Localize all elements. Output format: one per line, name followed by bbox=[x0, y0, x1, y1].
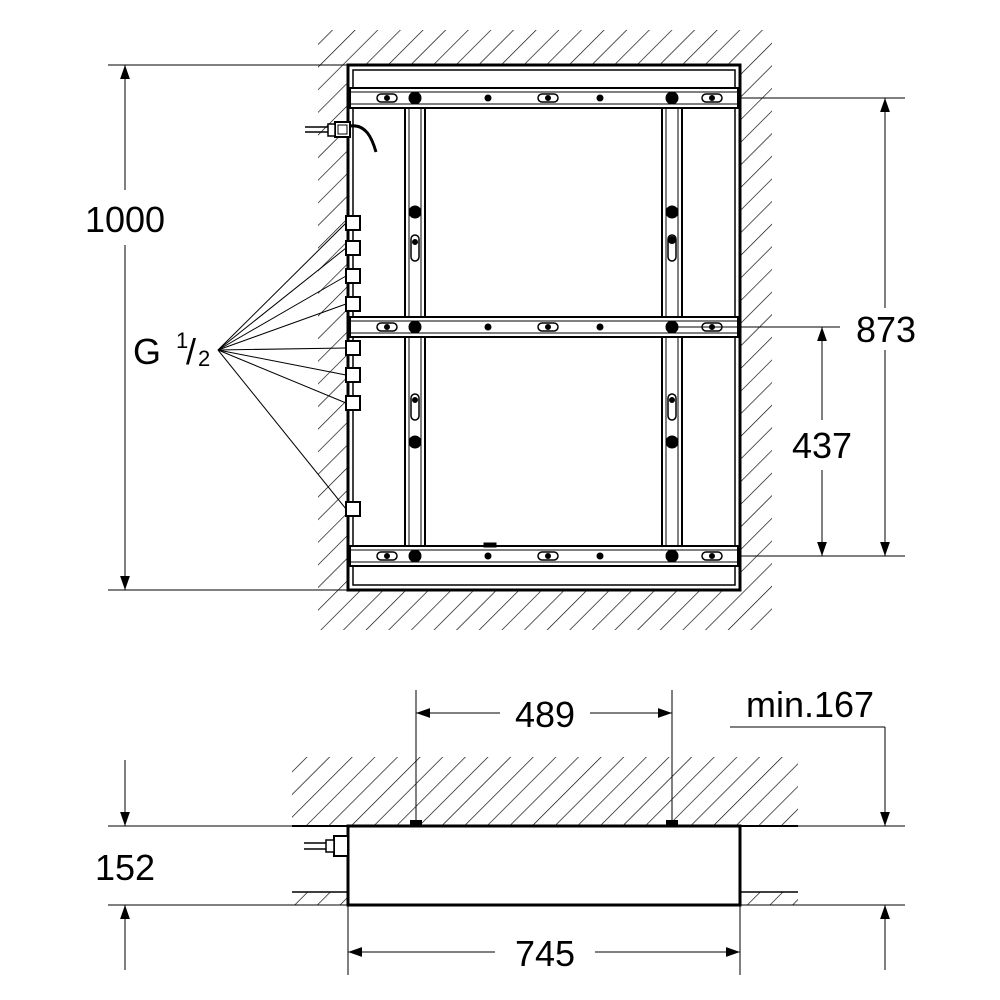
dimension-745: 745 bbox=[347, 905, 741, 975]
connection-6 bbox=[345, 367, 361, 383]
cable-connector-side bbox=[304, 835, 349, 857]
dimension-152: 152 bbox=[95, 760, 348, 970]
cable-connector bbox=[305, 121, 378, 153]
connection-5 bbox=[345, 340, 361, 356]
mount-left bbox=[410, 820, 422, 826]
connection-7 bbox=[345, 395, 361, 411]
thread-size-label: G 1 / 2 bbox=[133, 328, 210, 372]
connection-2 bbox=[345, 240, 361, 256]
dim-min167-value: min.167 bbox=[746, 684, 874, 725]
board-hatch-left bbox=[292, 892, 348, 905]
connection-1 bbox=[345, 215, 361, 231]
dimension-489: 489 bbox=[415, 690, 673, 822]
vertical-rail-fasteners bbox=[408, 205, 679, 449]
thread-leader-lines bbox=[217, 222, 347, 510]
dimension-437: 437 bbox=[672, 326, 852, 556]
dimension-min167: min.167 bbox=[730, 684, 905, 827]
right-reference bbox=[740, 904, 905, 970]
side-view: 489 min.167 152 745 bbox=[95, 684, 905, 975]
box-side bbox=[346, 824, 742, 907]
top-view: G 1 / 2 1000 873 437 bbox=[85, 30, 926, 630]
dim-152-value: 152 bbox=[95, 847, 155, 888]
connection-4 bbox=[345, 296, 361, 312]
mount-right bbox=[666, 820, 678, 826]
connection-8 bbox=[345, 501, 361, 517]
connection-3 bbox=[345, 268, 361, 284]
thread-numerator: 1 bbox=[176, 328, 188, 353]
dim-height-value: 1000 bbox=[85, 199, 165, 240]
dim-437-value: 437 bbox=[792, 425, 852, 466]
ceiling-hatch bbox=[292, 757, 798, 825]
thread-denominator: 2 bbox=[198, 346, 210, 371]
thread-letter: G bbox=[133, 331, 161, 372]
thread-slash: / bbox=[186, 331, 196, 372]
board-hatch-right bbox=[740, 892, 798, 905]
dim-873-value: 873 bbox=[856, 309, 916, 350]
dim-745-value: 745 bbox=[515, 933, 575, 974]
dim-489-value: 489 bbox=[515, 694, 575, 735]
dimension-height: 1000 bbox=[85, 64, 348, 591]
